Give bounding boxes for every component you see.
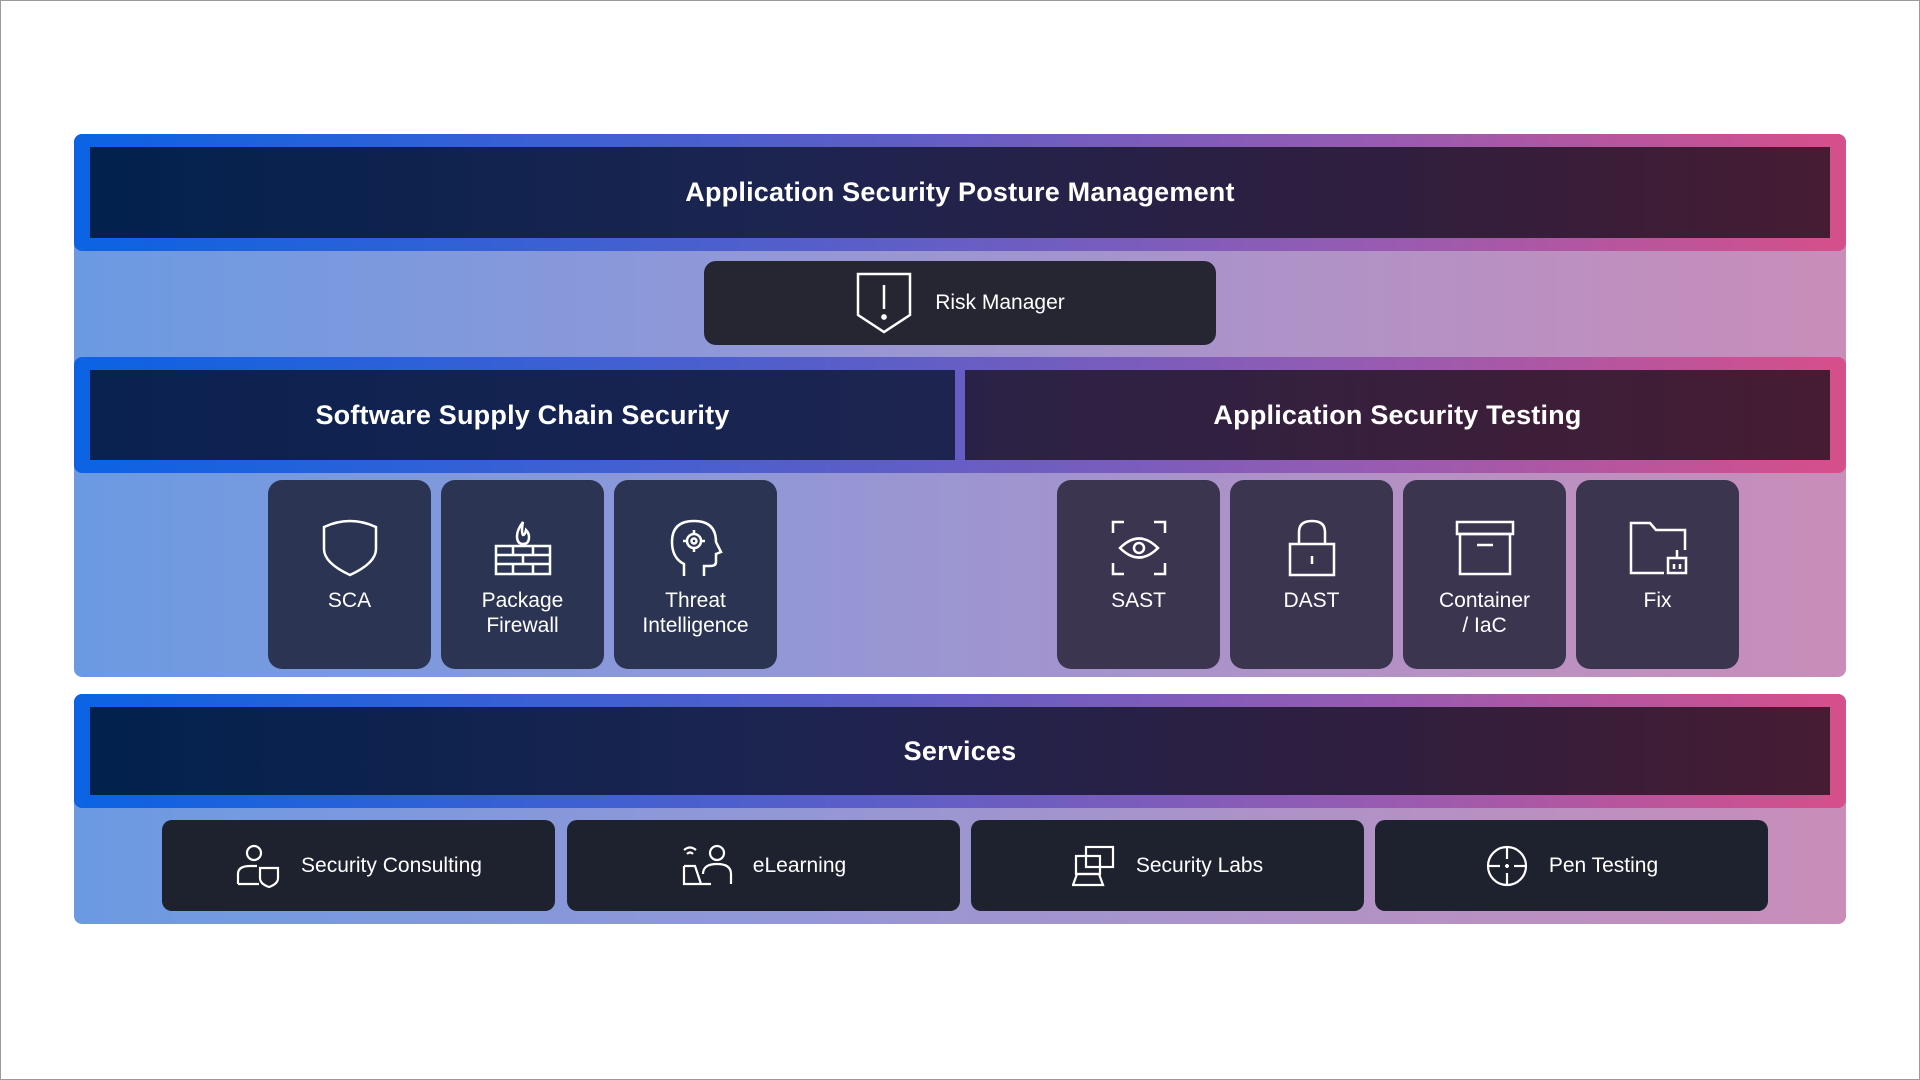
service-security-labs: Security Labs: [971, 820, 1364, 911]
firewall-icon: [491, 516, 555, 580]
tile-fix: Fix: [1576, 480, 1739, 669]
service-label: Security Labs: [1135, 853, 1264, 877]
tile-label: SCA: [327, 589, 372, 612]
archive-box-icon: [1453, 516, 1517, 580]
head-gear-icon: [664, 516, 728, 580]
tile-sast: SAST: [1057, 480, 1220, 669]
tile-label: Container / IaC: [1438, 589, 1531, 637]
tile-label: Fix: [1643, 589, 1672, 612]
aspm-header: Application Security Posture Management: [74, 134, 1846, 251]
service-security-consulting: Security Consulting: [162, 820, 555, 911]
folder-fix-icon: [1626, 516, 1690, 580]
service-pen-testing: Pen Testing: [1375, 820, 1768, 911]
person-shield-icon: [235, 844, 281, 888]
tile-label: DAST: [1283, 589, 1340, 612]
tile-container-iac: Container / IaC: [1403, 480, 1566, 669]
service-label: Pen Testing: [1548, 853, 1659, 877]
tile-label: SAST: [1111, 589, 1166, 612]
crosshair-icon: [1485, 844, 1529, 888]
middle-header: Software Supply Chain Security Applicati…: [74, 357, 1846, 473]
tile-label: Threat Intelligence: [642, 589, 749, 637]
computer-icon: [1071, 844, 1116, 888]
aspm-title: Application Security Posture Management: [90, 147, 1830, 238]
tile-threat-intelligence: Threat Intelligence: [614, 480, 777, 669]
risk-manager-label: Risk Manager: [935, 291, 1065, 314]
eye-scan-icon: [1107, 516, 1171, 580]
service-label: Security Consulting: [301, 853, 482, 877]
tile-label: Package Firewall: [481, 589, 564, 637]
risk-manager-box: Risk Manager: [704, 261, 1216, 345]
service-elearning: eLearning: [567, 820, 960, 911]
tile-package-firewall: Package Firewall: [441, 480, 604, 669]
supply-chain-title: Software Supply Chain Security: [90, 370, 955, 460]
tile-dast: DAST: [1230, 480, 1393, 669]
shield-icon: [318, 516, 382, 580]
service-label: eLearning: [752, 853, 847, 877]
app-testing-title: Application Security Testing: [965, 370, 1830, 460]
lock-icon: [1280, 516, 1344, 580]
services-header: Services: [74, 694, 1846, 808]
person-laptop-icon: [681, 844, 733, 888]
tile-sca: SCA: [268, 480, 431, 669]
shield-alert-icon: [855, 271, 913, 335]
services-title: Services: [90, 707, 1830, 795]
